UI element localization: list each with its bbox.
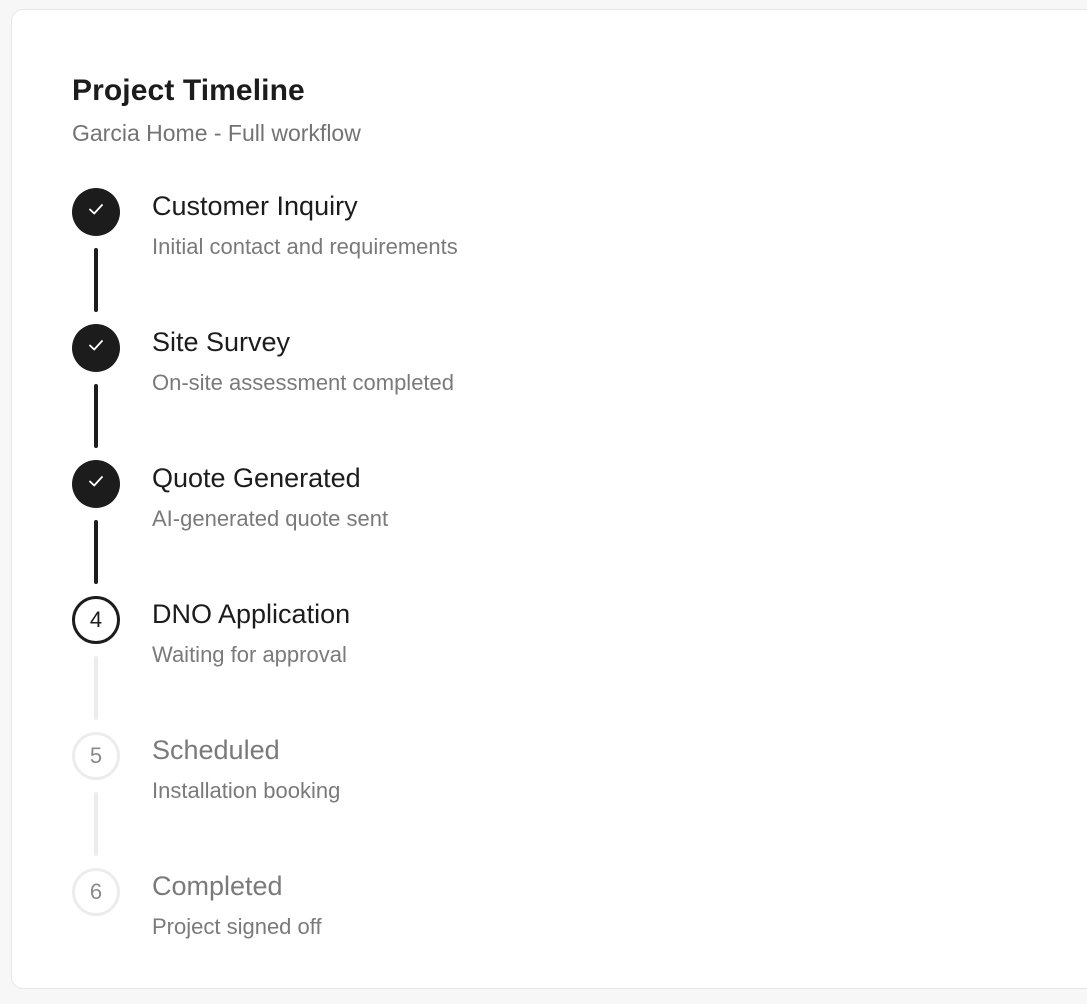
timeline-step-quote-generated: Quote Generated AI-generated quote sent [12,460,912,596]
step-connector [94,656,98,720]
step-marker-pending: 5 [72,732,120,780]
step-description: Installation booking [152,778,341,803]
step-description: AI-generated quote sent [152,506,389,531]
step-marker-pending: 6 [72,868,120,916]
step-title: Completed [152,871,283,901]
step-title: Site Survey [152,327,291,357]
check-icon [86,199,106,225]
step-marker-completed [72,460,120,508]
step-marker-completed [72,324,120,372]
step-connector [94,520,98,584]
page-title: Project Timeline [72,74,305,107]
step-connector [94,792,98,856]
step-description: Project signed off [152,914,322,939]
step-title: Quote Generated [152,463,361,493]
check-icon [86,471,106,497]
step-marker-completed [72,188,120,236]
timeline-step-completed: 6 Completed Project signed off [12,868,912,1004]
step-marker-current: 4 [72,596,120,644]
timeline-step-site-survey: Site Survey On-site assessment completed [12,324,912,460]
step-connector [94,384,98,448]
step-title: Customer Inquiry [152,191,358,221]
timeline-step-dno-application: 4 DNO Application Waiting for approval [12,596,912,732]
page-subtitle: Garcia Home - Full workflow [72,120,361,146]
step-description: On-site assessment completed [152,370,455,395]
check-icon [86,335,106,361]
step-title: DNO Application [152,599,351,629]
step-description: Waiting for approval [152,642,347,667]
step-title: Scheduled [152,735,280,765]
step-connector [94,248,98,312]
timeline-step-scheduled: 5 Scheduled Installation booking [12,732,912,868]
project-timeline-card: Project Timeline Garcia Home - Full work… [11,9,1087,989]
step-description: Initial contact and requirements [152,234,458,259]
timeline-step-customer-inquiry: Customer Inquiry Initial contact and req… [12,188,912,324]
